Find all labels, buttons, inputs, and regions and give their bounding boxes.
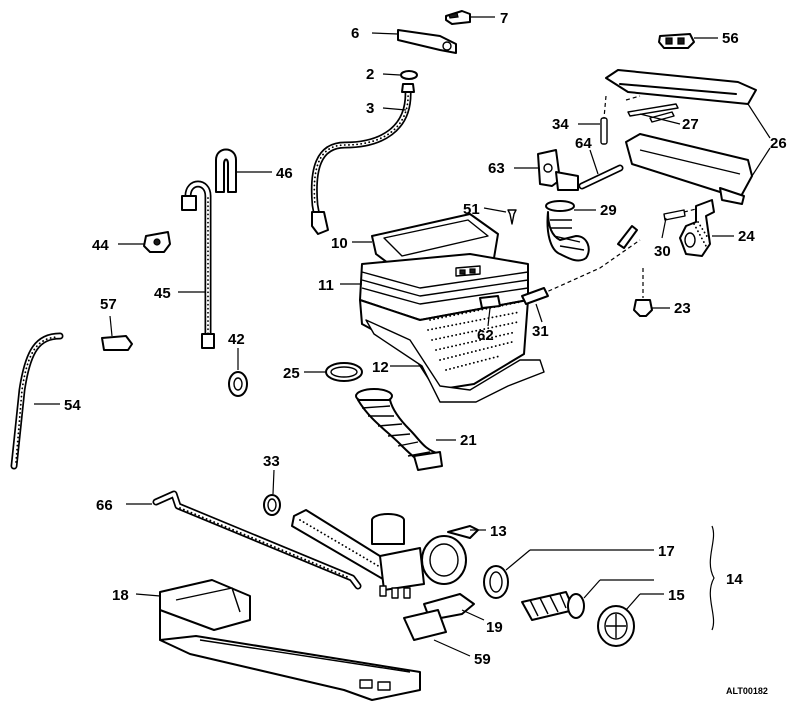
part-13-pump: 13: [291, 509, 507, 599]
part-33-ring: 33: [263, 453, 281, 516]
label-26: 26: [770, 135, 787, 152]
label-56: 56: [722, 30, 739, 47]
label-63: 63: [488, 160, 505, 177]
part-2: 2: [366, 66, 418, 83]
label-44: 44: [92, 237, 109, 254]
part-44: 44: [92, 231, 171, 254]
part-24: 24: [679, 199, 755, 257]
part-29-bellows: 29: [545, 200, 617, 262]
part-25-ring: 25: [283, 362, 363, 382]
label-64: 64: [575, 135, 592, 152]
label-42: 42: [228, 331, 245, 348]
label-34: 34: [552, 116, 569, 133]
part-26-dispenser-frame: 26: [603, 69, 787, 205]
part-21-sump-hose: 21: [355, 388, 477, 471]
part-23: 23: [633, 268, 691, 317]
part-11-housing: 11: [318, 253, 529, 391]
label-62: 62: [477, 327, 494, 344]
part-62: 62: [477, 307, 494, 344]
part-14-group: 14: [709, 525, 743, 631]
label-10: 10: [331, 235, 348, 252]
label-31: 31: [532, 323, 549, 340]
assembly-line: [541, 239, 641, 295]
label-27: 27: [682, 116, 699, 133]
part-15-cap: 15: [597, 587, 685, 647]
part-31-tube: 31: [521, 287, 549, 340]
label-33: 33: [263, 453, 280, 470]
label-19: 19: [486, 619, 503, 636]
part-17-ring: 17: [483, 543, 675, 599]
part-tube: [617, 225, 638, 249]
drawing-code: ALT00182: [726, 686, 768, 696]
part-64-hose: 64: [575, 135, 624, 190]
label-57: 57: [100, 296, 117, 313]
label-25: 25: [283, 365, 300, 382]
part-46: 46: [215, 148, 293, 193]
label-24: 24: [738, 228, 755, 245]
label-14: 14: [726, 571, 743, 588]
label-30: 30: [654, 243, 671, 260]
label-11: 11: [318, 277, 334, 294]
label-12: 12: [372, 359, 389, 376]
label-18: 18: [112, 587, 129, 604]
part-filter-insert: [521, 579, 654, 621]
label-3: 3: [366, 100, 374, 117]
part-63-valve: 63: [488, 149, 579, 191]
label-59: 59: [474, 651, 491, 668]
label-46: 46: [276, 165, 293, 182]
label-17: 17: [658, 543, 675, 560]
label-13: 13: [490, 523, 507, 540]
part-56: 56: [658, 30, 739, 49]
label-54: 54: [64, 397, 81, 414]
label-6: 6: [351, 25, 359, 42]
label-15: 15: [668, 587, 685, 604]
part-54-hose: 54: [10, 332, 81, 470]
label-45: 45: [154, 285, 171, 302]
part-7: 7: [445, 10, 508, 27]
label-29: 29: [600, 202, 617, 219]
part-42: 42: [228, 331, 248, 397]
part-57: 57: [100, 296, 133, 351]
part-45-drain-hose: 45: [154, 180, 215, 349]
part-59: 59: [403, 609, 491, 668]
label-23: 23: [674, 300, 691, 317]
part-12-seal: 12: [365, 319, 545, 403]
label-21: 21: [460, 432, 477, 449]
label-66: 66: [96, 497, 113, 514]
part-18-base-frame: 18: [112, 579, 421, 701]
part-66-cable: 66: [96, 490, 362, 590]
part-3-fill-hose: 3: [310, 83, 415, 235]
label-2: 2: [366, 66, 374, 83]
part-6: 6: [351, 25, 457, 54]
part-30-pin: 30: [654, 207, 701, 260]
label-7: 7: [500, 10, 508, 27]
part-34: 34: [552, 116, 608, 145]
part-27-pins: 27: [625, 95, 699, 133]
